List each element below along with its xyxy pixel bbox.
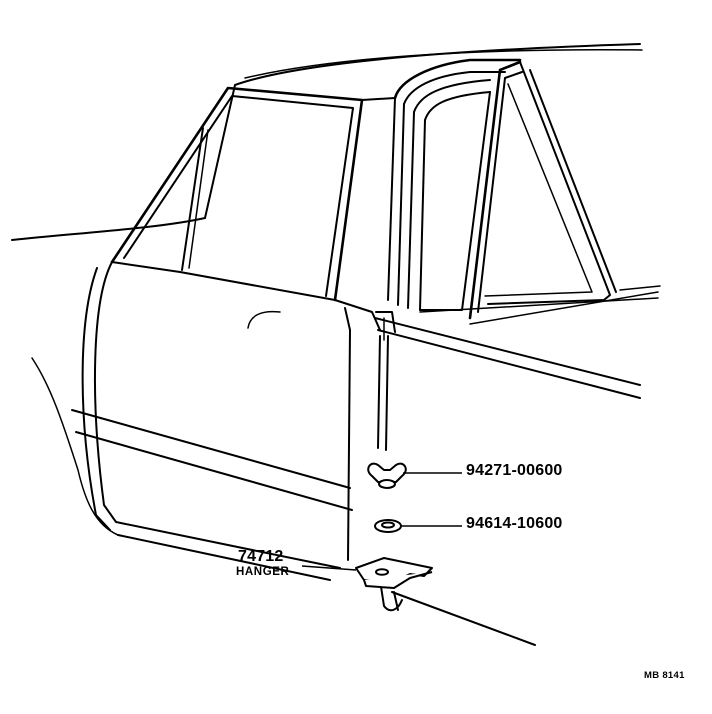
part-name-hanger: HANGER <box>236 566 290 578</box>
part-number-hanger: 74712 <box>238 548 284 565</box>
part-number-washer: 94614-10600 <box>466 515 563 532</box>
rear-quarter <box>374 285 661 646</box>
washer-part <box>374 519 462 533</box>
center-pillar <box>344 97 403 612</box>
hanger-bracket-part <box>301 557 433 589</box>
part-number-wing-nut: 94271-00600 <box>466 462 563 479</box>
drawing-code: MB 8141 <box>644 670 685 681</box>
rear-door-window <box>387 58 617 320</box>
front-door-window <box>110 86 364 302</box>
roof-outline <box>11 43 643 241</box>
lower-body <box>31 357 353 581</box>
front-door-panel <box>81 261 381 569</box>
wing-nut-part <box>367 462 462 489</box>
